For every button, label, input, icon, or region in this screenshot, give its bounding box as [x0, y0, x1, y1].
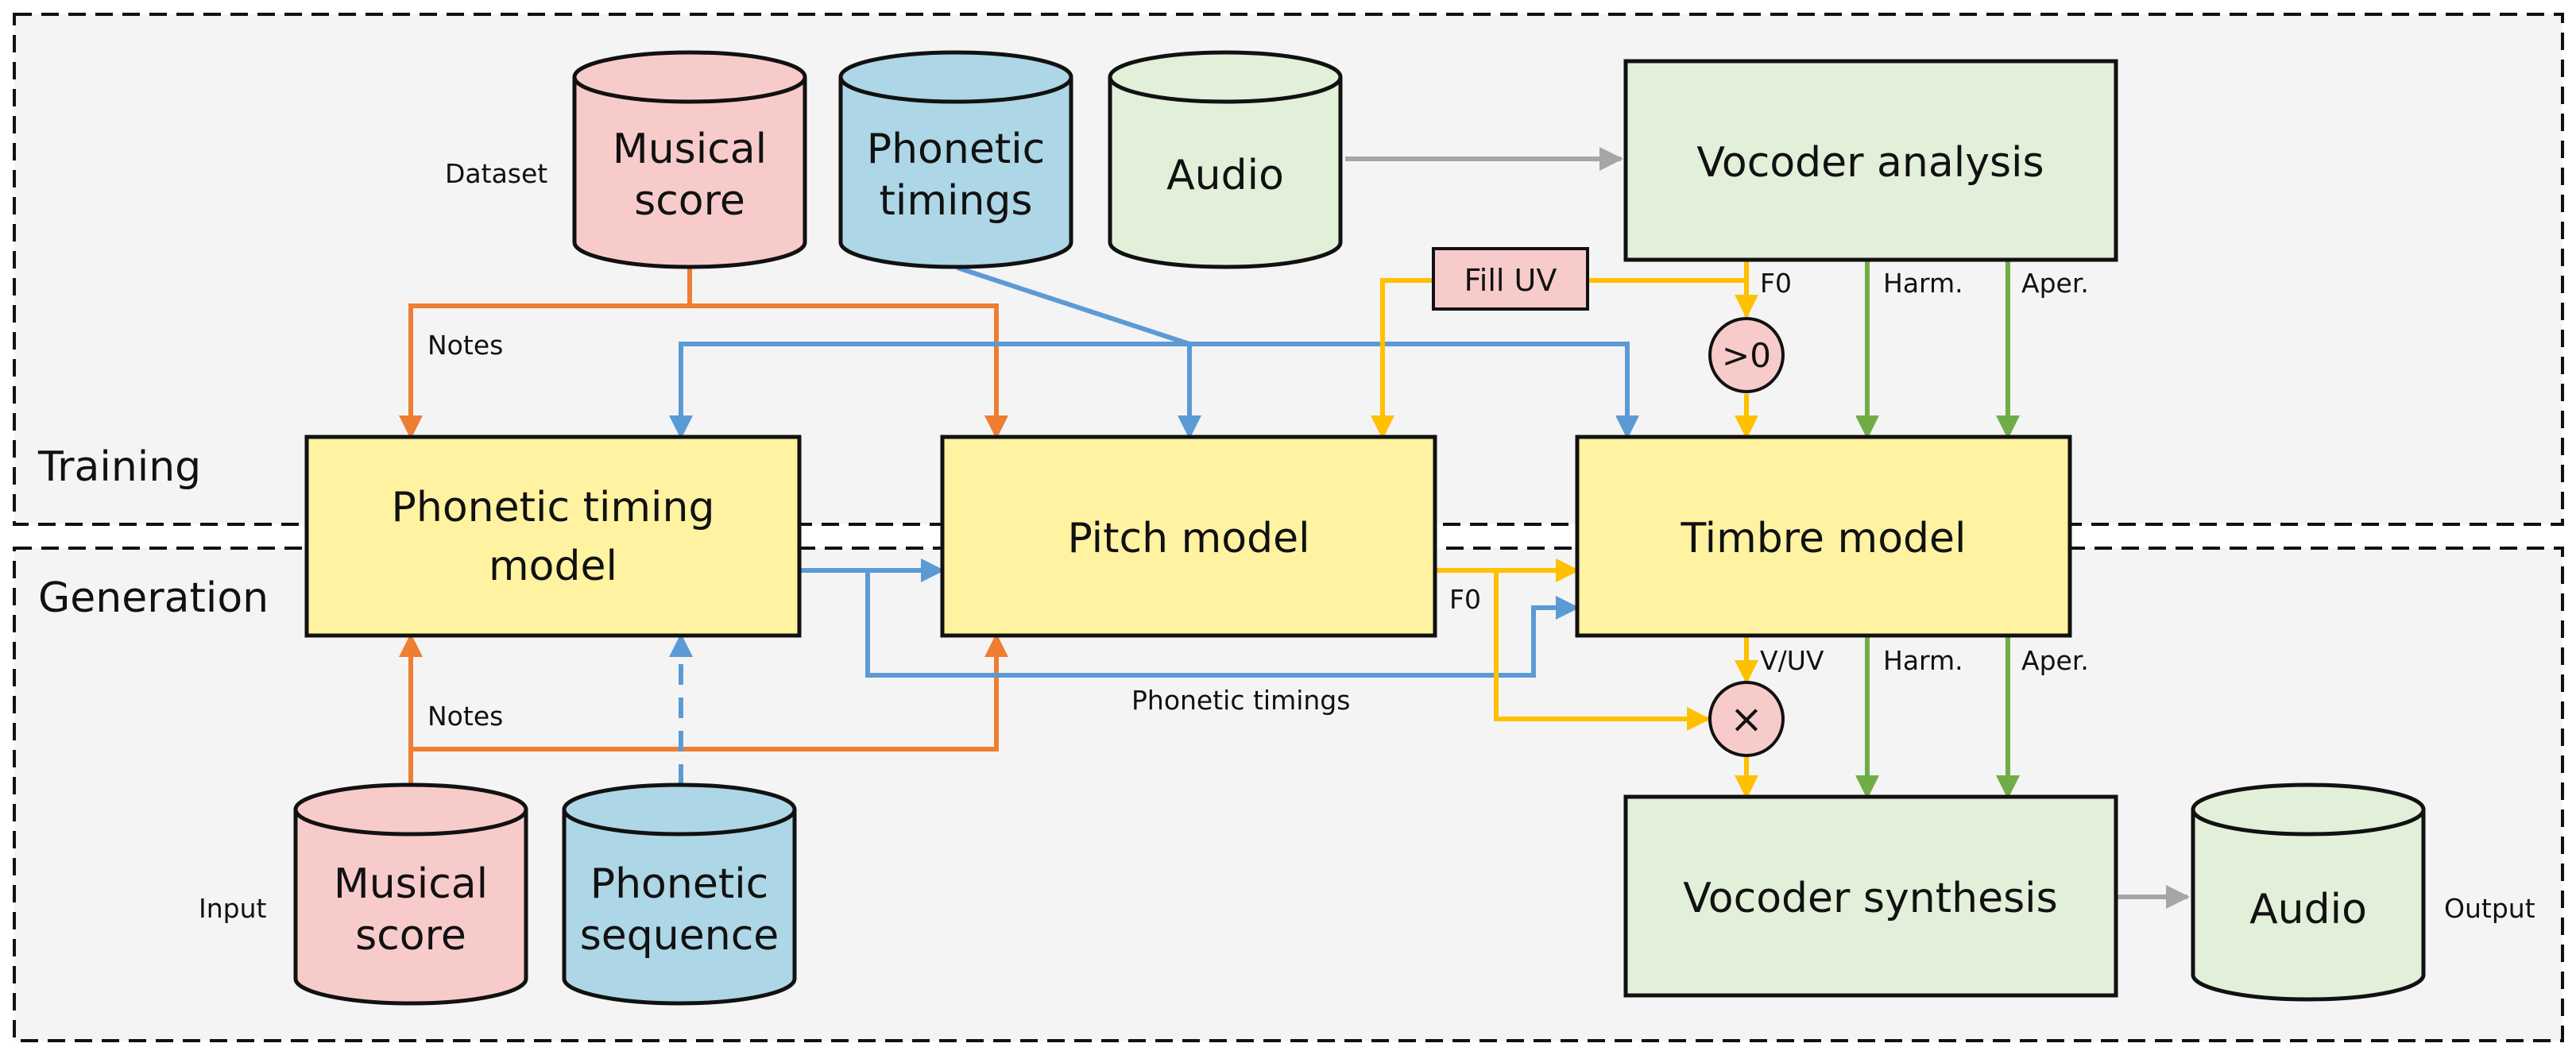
pitch-f0-to-multiply	[1494, 570, 1711, 731]
vocoder-analysis-label: Vocoder analysis	[1696, 139, 2044, 187]
f0-analysis-label: F0	[1760, 268, 1792, 299]
dataset-musical-score-line2: score	[634, 177, 745, 225]
vuv-label: V/UV	[1760, 645, 1824, 676]
harm-bottom-label: Harm.	[1883, 645, 1963, 676]
f0-pitch-label: F0	[1449, 584, 1481, 615]
phonetic-timings-edge-label: Phonetic timings	[1131, 685, 1350, 716]
greater-than-zero-node: >0	[1708, 317, 1785, 393]
timings-to-timbre-model	[1189, 342, 1639, 439]
timings-to-phonetic-model	[669, 342, 1189, 439]
dataset-musical-score-line1: Musical	[613, 126, 767, 173]
phonetic-timing-model-box: Phonetic timing model	[304, 435, 802, 638]
aper-top-label: Aper.	[2021, 268, 2089, 299]
harm-top-label: Harm.	[1883, 268, 1963, 299]
input-musical-score-line1: Musical	[334, 860, 488, 908]
input-musical-score: Musical score	[293, 782, 528, 1006]
output-audio: Audio	[2191, 782, 2426, 1002]
fill-uv-label: Fill UV	[1464, 263, 1557, 298]
timbre-model-label: Timbre model	[1681, 515, 1967, 562]
vocoder-synthesis-label: Vocoder synthesis	[1683, 875, 2057, 922]
dataset-label: Dataset	[445, 158, 547, 189]
multiply-label: ×	[1730, 696, 1763, 742]
input-phonetic-sequence-line1: Phonetic	[590, 860, 769, 908]
greater-than-zero-label: >0	[1722, 336, 1771, 375]
input-musical-score-line2: score	[355, 912, 466, 960]
fill-uv-to-pitch	[1371, 278, 1433, 439]
phonetic-timing-model-line2: model	[489, 543, 617, 590]
training-label: Training	[37, 443, 201, 491]
notes-connector-top	[399, 268, 692, 439]
input-phonetic-sequence: Phonetic sequence	[562, 782, 797, 1006]
vocoder-synthesis-box: Vocoder synthesis	[1623, 794, 2118, 998]
aper-bottom-label: Aper.	[2021, 645, 2089, 676]
pitch-model-label: Pitch model	[1067, 515, 1309, 562]
dataset-audio-label: Audio	[1166, 152, 1284, 199]
input-phonetic-sequence-line2: sequence	[580, 912, 779, 960]
vocoder-analysis-box: Vocoder analysis	[1623, 59, 2118, 262]
notes-label-top: Notes	[427, 330, 503, 361]
generation-label: Generation	[38, 574, 269, 622]
notes-to-pitch-top	[690, 303, 1008, 439]
dataset-phonetic-timings: Phonetic timings	[838, 50, 1073, 269]
gen-timings-to-timbre	[865, 570, 1580, 678]
fill-uv-box: Fill UV	[1432, 247, 1589, 311]
input-label: Input	[199, 893, 267, 924]
dataset-phonetic-timings-line2: timings	[880, 177, 1033, 225]
timings-diagonal	[957, 265, 1190, 346]
dataset-audio: Audio	[1108, 50, 1343, 269]
multiply-node: ×	[1708, 681, 1785, 757]
pitch-model-box: Pitch model	[940, 435, 1437, 638]
phonetic-timing-model-line1: Phonetic timing	[392, 484, 715, 531]
dataset-phonetic-timings-line1: Phonetic	[867, 126, 1046, 173]
dataset-musical-score: Musical score	[572, 50, 807, 269]
timbre-model-box: Timbre model	[1575, 435, 2072, 638]
output-label: Output	[2444, 893, 2535, 924]
output-audio-label: Audio	[2249, 886, 2367, 933]
notes-label-bottom: Notes	[427, 701, 503, 732]
